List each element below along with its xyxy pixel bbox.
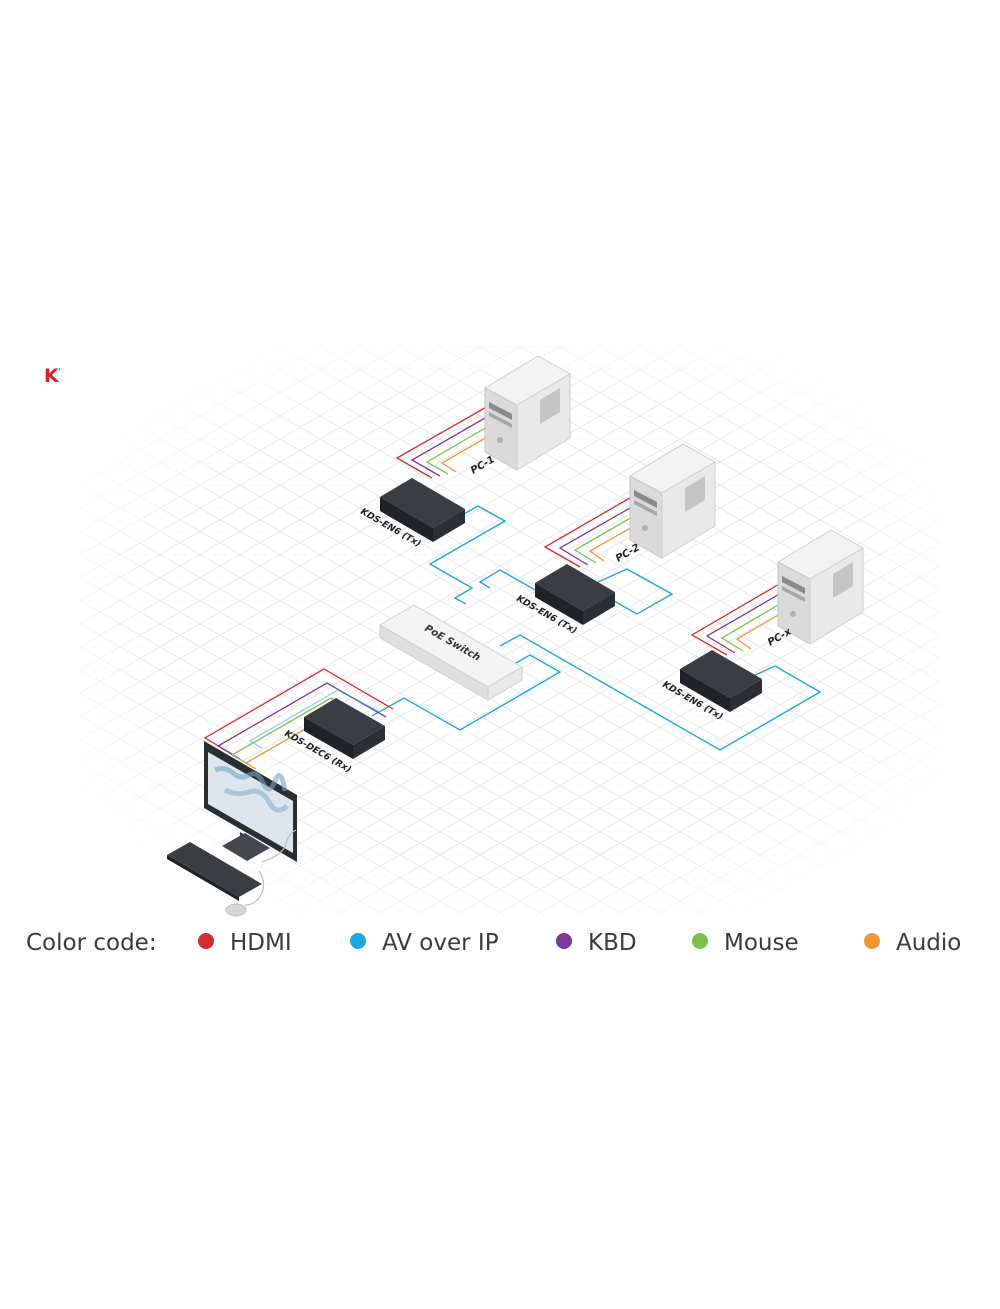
legend-text-av-over-ip: AV over IP (382, 930, 499, 956)
pc-2-tower (628, 443, 717, 559)
color-legend: Color code: HDMI AV over IP KBD Mouse Au… (26, 926, 986, 962)
legend-text-mouse: Mouse (724, 930, 799, 956)
legend-item-audio: Audio (864, 930, 961, 956)
legend-text-audio: Audio (896, 930, 962, 956)
av-cable-tx3 (499, 634, 822, 751)
pc1-cables (395, 404, 497, 479)
mouse-device (225, 829, 297, 917)
av-cable-rx (371, 654, 562, 731)
pc-1-tower (483, 355, 572, 471)
pc2-cables (543, 494, 642, 568)
pc-x-tower (776, 529, 865, 645)
keyboard (167, 842, 262, 901)
legend-dot-av-over-ip (350, 933, 366, 949)
legend-item-mouse: Mouse (692, 930, 799, 956)
poe-switch (379, 604, 523, 701)
pcx-cables (690, 582, 788, 656)
legend-item-hdmi: HDMI (198, 930, 292, 956)
legend-dot-hdmi (198, 933, 214, 949)
tx-1-box (380, 478, 465, 542)
legend-dot-kbd (556, 933, 572, 949)
legend-text-kbd: KBD (588, 930, 637, 956)
legend-text-hdmi: HDMI (230, 930, 292, 956)
legend-item-kbd: KBD (556, 930, 637, 956)
av-cable-tx1 (428, 505, 507, 605)
tx-3-box (680, 650, 762, 712)
legend-dot-audio (864, 933, 880, 949)
legend-item-av-over-ip: AV over IP (350, 930, 499, 956)
monitor (204, 741, 297, 862)
rx-box (304, 698, 385, 759)
legend-dot-mouse (692, 933, 708, 949)
legend-label: Color code: (26, 930, 157, 956)
tx-2-box (535, 564, 615, 625)
